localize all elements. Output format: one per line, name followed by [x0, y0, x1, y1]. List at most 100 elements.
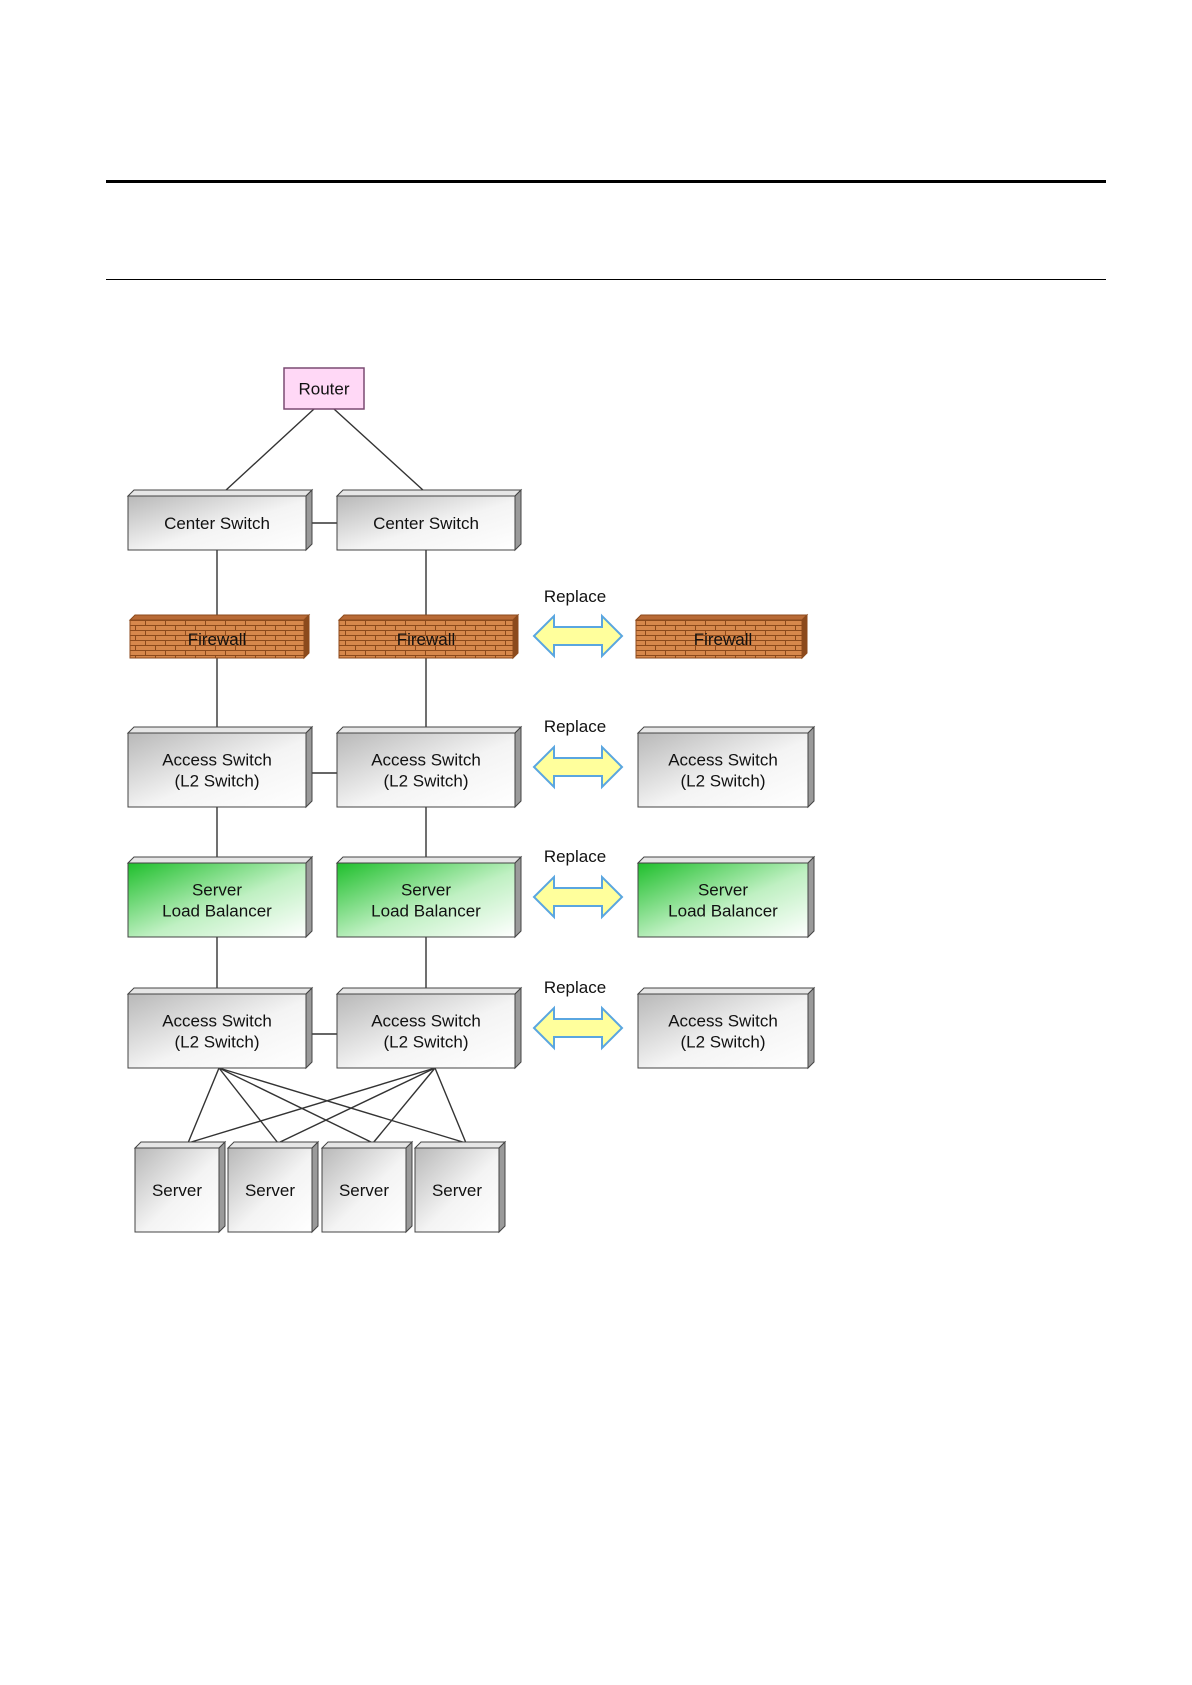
firewall-replacement-side [801, 613, 808, 660]
server-2-side-face [311, 1140, 319, 1234]
link-router-cs2 [333, 408, 425, 492]
slb-col1-label-line: Server [192, 881, 242, 900]
server-2[interactable] [226, 1140, 320, 1234]
access2-col1-side-face [305, 986, 313, 1070]
slb-replacement[interactable] [636, 855, 816, 939]
server-3-top-face [320, 1141, 414, 1149]
center-switch-2-label-line: Center Switch [373, 514, 479, 533]
top-rule-thin [106, 279, 1106, 280]
replace-arrow-access2 [532, 1005, 624, 1051]
server-1-top-face [133, 1141, 227, 1149]
replace-label-access2: Replace [544, 978, 606, 997]
slb-replacement-label-line: Server [698, 881, 748, 900]
access2-col2-label-line: (L2 Switch) [383, 1033, 468, 1052]
access1-col1-label-line: Access Switch [162, 751, 272, 770]
access2-replacement-side-face [807, 986, 815, 1070]
access2-replacement-label-line: (L2 Switch) [680, 1033, 765, 1052]
firewall-col1-label: Firewall [188, 630, 247, 649]
access1-col2[interactable] [335, 725, 523, 809]
firewall-col1-wall [129, 619, 305, 659]
slb-col2[interactable] [335, 855, 523, 939]
firewall-replacement[interactable] [634, 613, 809, 660]
access2-col2-top-face [335, 987, 523, 995]
server-2-label: Server [245, 1181, 295, 1200]
center-switch-1[interactable] [126, 488, 314, 552]
access2-col1-label-line: (L2 Switch) [174, 1033, 259, 1052]
firewall-col2-label: Firewall [397, 630, 456, 649]
firewall-col2[interactable] [337, 613, 520, 660]
replace-arrow-access1 [532, 744, 624, 790]
firewall-replacement-top [634, 614, 809, 621]
firewall-col1-label-line: Firewall [188, 630, 247, 649]
slb-col2-top-face [335, 856, 523, 864]
access1-replacement[interactable] [636, 725, 816, 809]
access1-col1-label: Access Switch (L2 Switch) [162, 751, 272, 791]
firewall-col2-wall [338, 619, 514, 659]
center-switch-1-front-face [127, 495, 307, 551]
server-2-front-face [227, 1147, 313, 1233]
slb-col1[interactable] [126, 855, 314, 939]
access2-replacement-front-face [637, 993, 809, 1069]
firewall-col1[interactable] [128, 613, 311, 660]
access2-col2-label: Access Switch(L2 Switch) [371, 1012, 481, 1052]
access2-col1-top-face [126, 987, 314, 995]
access2-replacement-label: Access Switch(L2 Switch) [668, 1012, 778, 1052]
access1-replacement-label-line: Access Switch [668, 751, 778, 770]
replace-arrow-firewall [532, 613, 624, 659]
access1-col1-label-line: (L2 Switch) [174, 772, 259, 791]
server-3[interactable] [320, 1140, 414, 1234]
server-3-front-face [321, 1147, 407, 1233]
center-switch-1-label: Center Switch [164, 514, 270, 533]
access2-col1-front-face [127, 993, 307, 1069]
slb-col1-label-line: Load Balancer [162, 902, 272, 921]
firewall-col2-side [512, 613, 519, 660]
access1-replacement-label: Access Switch(L2 Switch) [668, 751, 778, 791]
center-switch-2-side-face [514, 488, 522, 552]
server-1-label-line: Server [152, 1181, 202, 1200]
server-2-label-line: Server [245, 1181, 295, 1200]
firewall-replacement-label: Firewall [694, 630, 753, 649]
access1-col2-label-line: (L2 Switch) [383, 772, 468, 791]
link-access2-col1-server4 [218, 1067, 467, 1144]
server-1[interactable] [133, 1140, 227, 1234]
server-4-label: Server [432, 1181, 482, 1200]
access1-col2-side-face [514, 725, 522, 809]
slb-replacement-label-line: Load Balancer [668, 902, 778, 921]
center-switch-2-label: Center Switch [373, 514, 479, 533]
connection-lines [187, 408, 467, 1144]
slb-col1-top-face [126, 856, 314, 864]
slb-replacement-side-face [807, 855, 815, 939]
center-switch-2-front-face [336, 495, 516, 551]
center-switch-2-top-face [335, 489, 523, 497]
firewall-replacement-label-line: Firewall [694, 630, 753, 649]
center-switch-2[interactable] [335, 488, 523, 552]
firewall-col2-top [337, 614, 520, 621]
center-switch-1-top-face [126, 489, 314, 497]
access1-col2-label: Access Switch(L2 Switch) [371, 751, 481, 791]
access2-col1[interactable] [126, 986, 314, 1070]
access2-col2[interactable] [335, 986, 523, 1070]
slb-col1-front-face [127, 862, 307, 938]
server-1-label: Server [152, 1181, 202, 1200]
replace-arrow-slb [532, 874, 624, 920]
access1-col1-top-face [126, 726, 314, 734]
access2-replacement[interactable] [636, 986, 816, 1070]
center-switch-1-label-line: Center Switch [164, 514, 270, 533]
link-access2-col2-server4 [434, 1067, 467, 1144]
slb-col2-side-face [514, 855, 522, 939]
router-label-line: Router [298, 380, 349, 399]
link-access2-col2-server1 [187, 1067, 436, 1144]
top-rule-thick [106, 180, 1106, 183]
server-4-side-face [498, 1140, 506, 1234]
access1-replacement-top-face [636, 726, 816, 734]
server-4[interactable] [413, 1140, 507, 1234]
firewall-col2-label-line: Firewall [397, 630, 456, 649]
access2-col2-side-face [514, 986, 522, 1070]
link-access2-col1-server3 [218, 1067, 374, 1144]
router-node[interactable] [283, 367, 365, 410]
access1-col1[interactable] [126, 725, 314, 809]
